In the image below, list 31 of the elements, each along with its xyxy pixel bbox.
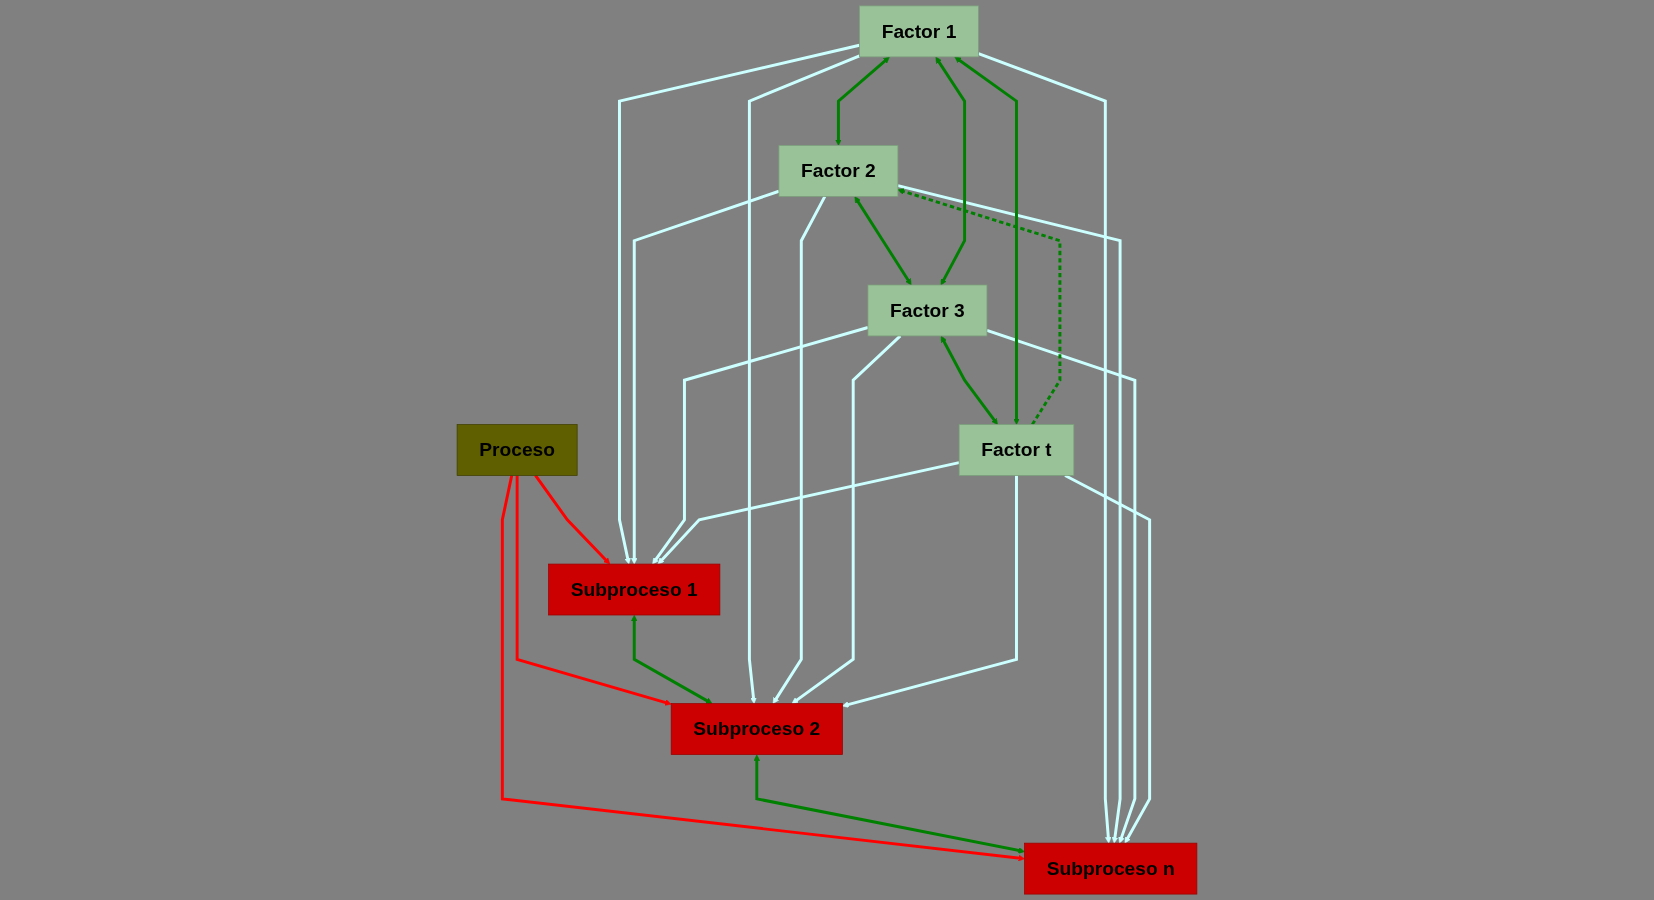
- arrow: [500, 475, 1025, 862]
- arrow: [986, 329, 1137, 844]
- node-box: Subproceso 1: [548, 563, 721, 616]
- arrow: [747, 54, 861, 704]
- arrow: [897, 188, 1062, 426]
- arrow: [835, 56, 890, 146]
- arrow: [631, 615, 713, 704]
- arrow: [935, 56, 967, 286]
- arrow: [618, 43, 860, 565]
- node-box: Factor 3: [867, 284, 988, 337]
- arrow: [772, 195, 827, 704]
- node-box: Factor 2: [778, 145, 899, 197]
- arrow: [1064, 474, 1152, 844]
- arrow: [515, 475, 672, 706]
- arrow: [753, 754, 1025, 854]
- node-box: Factor t: [958, 424, 1075, 476]
- arrow: [854, 196, 912, 286]
- arrow: [842, 475, 1018, 708]
- node-box: Subproceso 2: [670, 703, 843, 755]
- arrow: [791, 334, 902, 704]
- arrow: [897, 184, 1122, 844]
- arrow: [977, 52, 1112, 844]
- arrow: [652, 326, 869, 565]
- arrow: [954, 56, 1020, 425]
- arrow: [631, 189, 780, 565]
- arrow: [657, 461, 960, 565]
- node-box: Subproceso n: [1024, 842, 1198, 895]
- node-box: Proceso: [456, 424, 578, 476]
- node-box: Factor 1: [859, 5, 979, 58]
- arrow: [534, 474, 611, 565]
- arrow: [940, 335, 998, 425]
